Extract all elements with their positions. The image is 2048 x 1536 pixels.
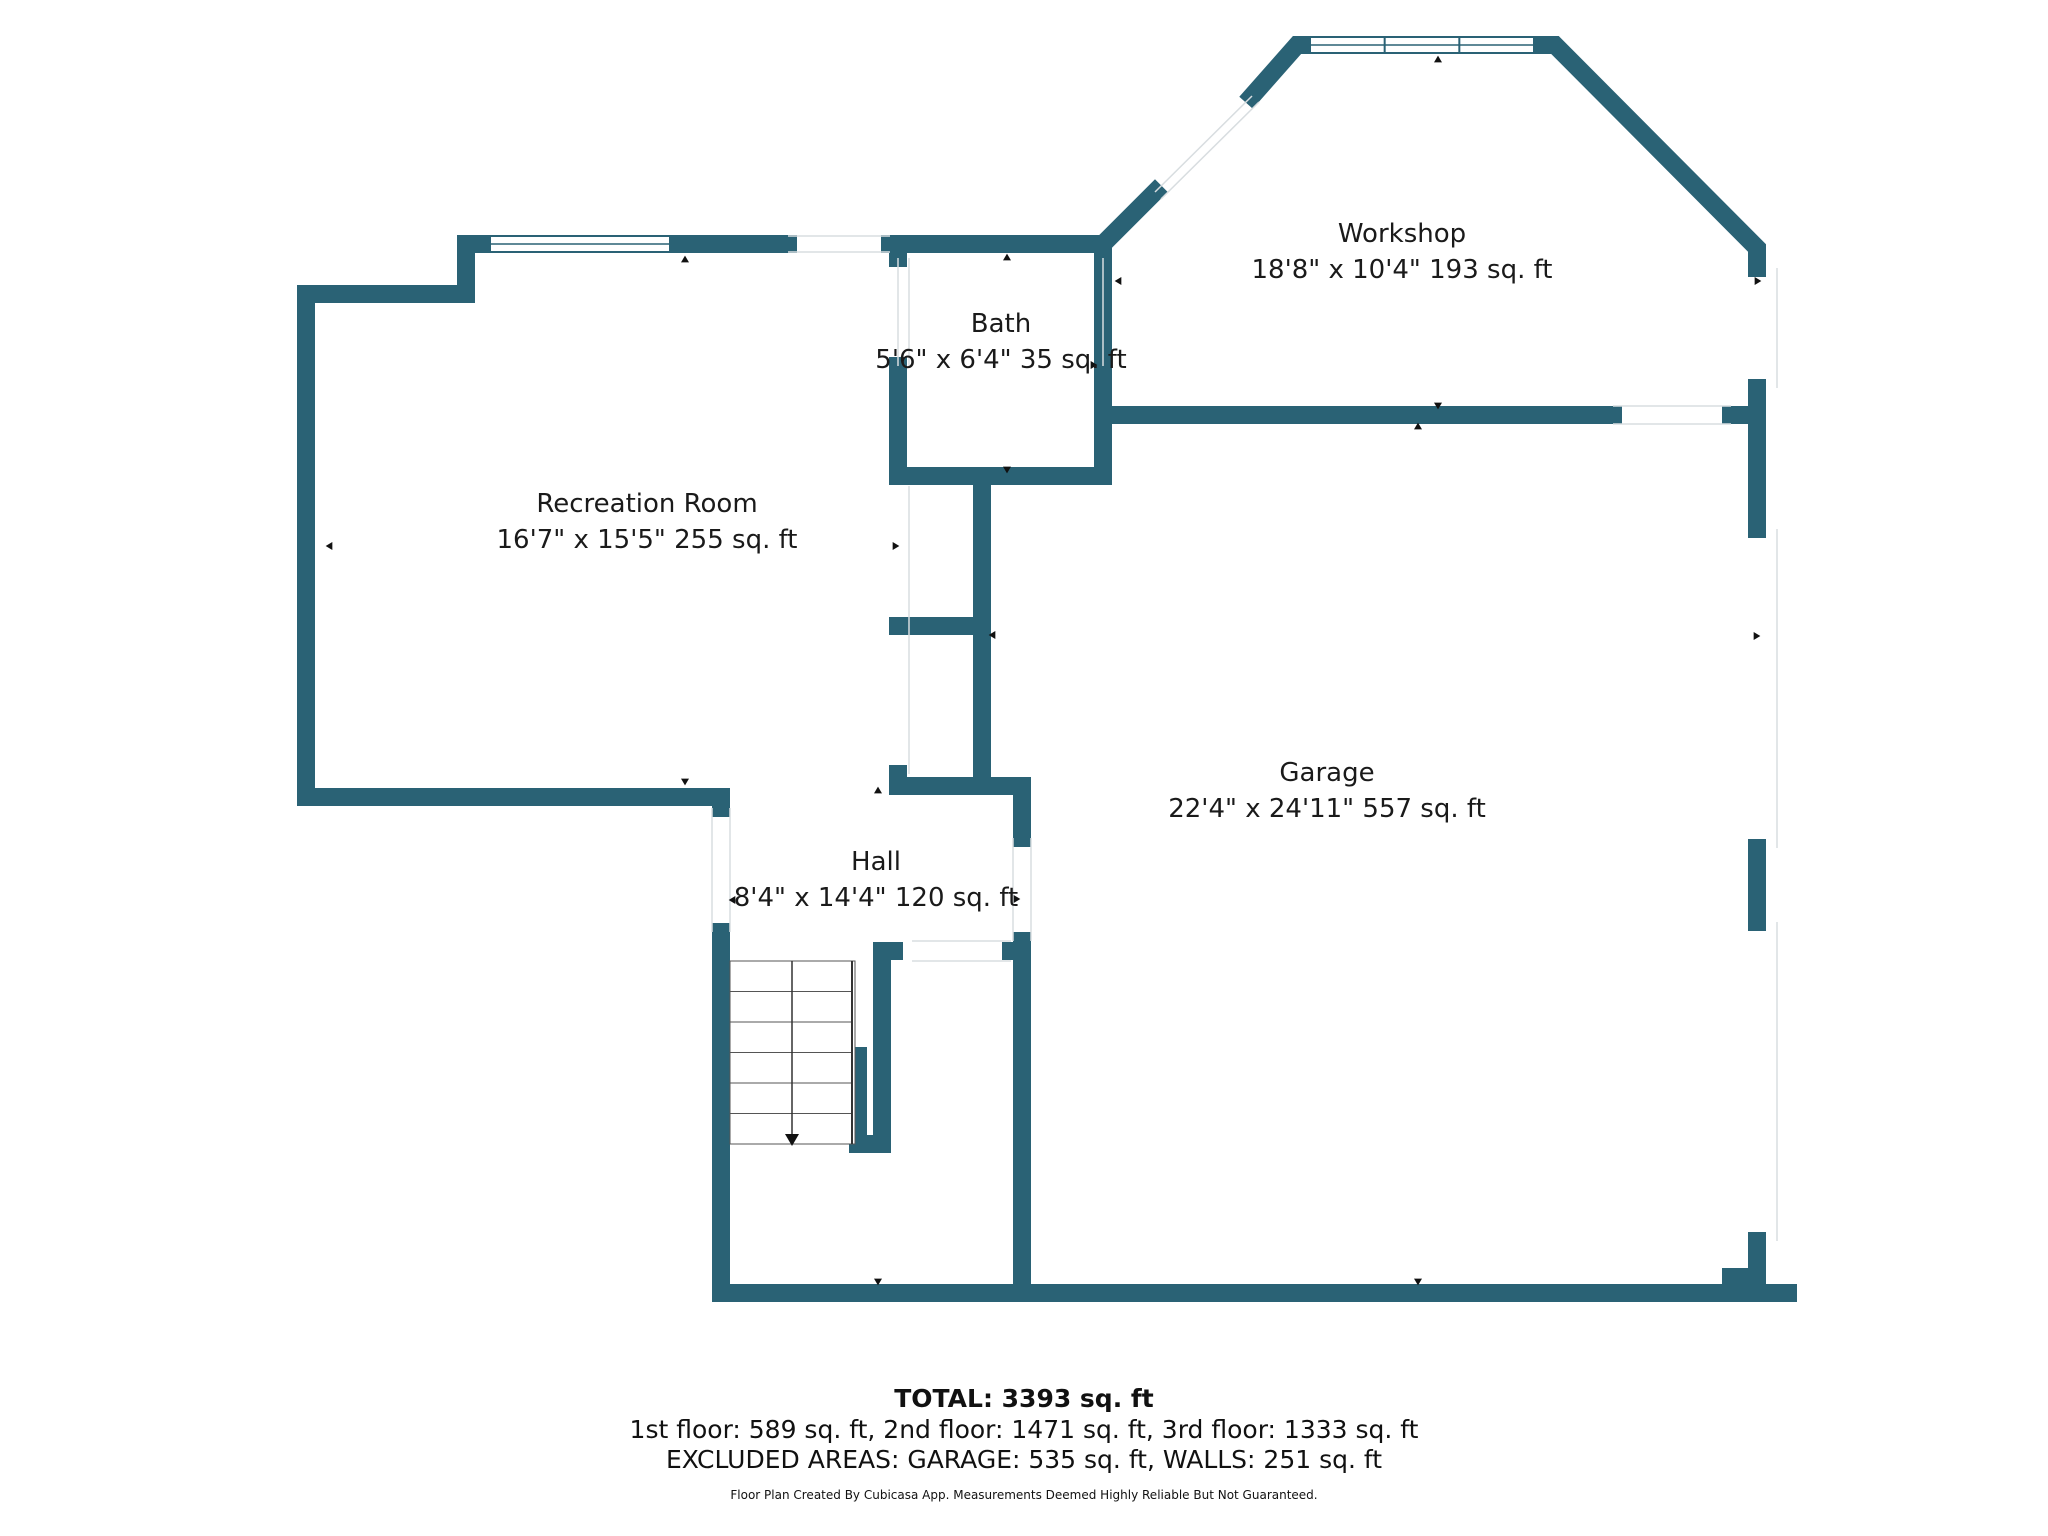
thin-lines	[711, 95, 1778, 1241]
dimension-marker-18	[1414, 1278, 1422, 1286]
dimension-marker-14	[1753, 632, 1761, 640]
windows	[489, 36, 1535, 253]
credit-note: Floor Plan Created By Cubicasa App. Meas…	[730, 1488, 1318, 1502]
dimension-marker-19	[1090, 361, 1098, 369]
dimension-marker-7	[1434, 402, 1442, 410]
room-workshop-name: Workshop	[1338, 219, 1466, 249]
room-workshop: Workshop 18'8" x 10'4" 193 sq. ft	[1251, 219, 1552, 285]
dimension-marker-3	[1003, 466, 1011, 474]
room-hall: Hall 8'4" x 14'4" 120 sq. ft	[734, 847, 1018, 913]
room-garage-name: Garage	[1279, 758, 1374, 788]
dimension-marker-1	[681, 255, 689, 263]
room-bath-name: Bath	[971, 309, 1031, 339]
floor-areas: 1st floor: 589 sq. ft, 2nd floor: 1471 s…	[629, 1415, 1419, 1444]
wall-segment-1	[297, 285, 730, 817]
dimension-marker-17	[874, 1278, 882, 1286]
stair-direction-arrow	[785, 1134, 799, 1146]
room-recreation: Recreation Room 16'7" x 15'5" 255 sq. ft	[496, 489, 797, 555]
dimension-markers	[325, 55, 1762, 1286]
total-area: TOTAL: 3393 sq. ft	[894, 1384, 1154, 1413]
dimension-marker-12	[874, 786, 882, 794]
staircase	[729, 960, 856, 1146]
wall-segment-2	[297, 235, 499, 303]
dimension-marker-10	[892, 542, 900, 550]
wall-corner-block	[1722, 1268, 1766, 1302]
dimension-marker-5	[1114, 277, 1122, 285]
room-hall-name: Hall	[851, 847, 901, 877]
wall-segment-6	[1239, 36, 1319, 109]
area-summary: TOTAL: 3393 sq. ft 1st floor: 589 sq. ft…	[0, 1383, 2048, 1503]
room-garage: Garage 22'4" x 24'11" 557 sq. ft	[1168, 758, 1486, 824]
dimension-marker-9	[325, 542, 333, 550]
room-recreation-name: Recreation Room	[536, 489, 757, 519]
dimension-marker-6	[1754, 277, 1762, 285]
room-bath-dims: 5'6" x 6'4" 35 sq. ft	[875, 345, 1126, 375]
excluded-areas: EXCLUDED AREAS: GARAGE: 535 sq. ft, WALL…	[665, 1445, 1383, 1474]
room-hall-dims: 8'4" x 14'4" 120 sq. ft	[734, 883, 1018, 913]
dimension-marker-15	[728, 896, 736, 904]
room-garage-dims: 22'4" x 24'11" 557 sq. ft	[1168, 794, 1486, 824]
room-recreation-dims: 16'7" x 15'5" 255 sq. ft	[496, 525, 797, 555]
dimension-marker-11	[681, 778, 689, 786]
opening-line-13	[1154, 95, 1253, 193]
room-bath: Bath 5'6" x 6'4" 35 sq. ft	[875, 309, 1126, 375]
walls	[297, 36, 1797, 1302]
opening-line-14	[1160, 101, 1260, 200]
dimension-marker-2	[1003, 253, 1011, 261]
dimension-marker-16	[1013, 895, 1021, 903]
dimension-marker-4	[1434, 55, 1442, 63]
wall-segment-16	[712, 923, 1797, 1302]
wall-segment-19	[849, 942, 903, 1153]
room-workshop-dims: 18'8" x 10'4" 193 sq. ft	[1251, 255, 1552, 285]
wall-segment-14	[889, 777, 1031, 847]
dimension-marker-13	[988, 631, 996, 639]
wall-segment-7	[1525, 36, 1766, 277]
dimension-marker-8	[1414, 422, 1422, 430]
